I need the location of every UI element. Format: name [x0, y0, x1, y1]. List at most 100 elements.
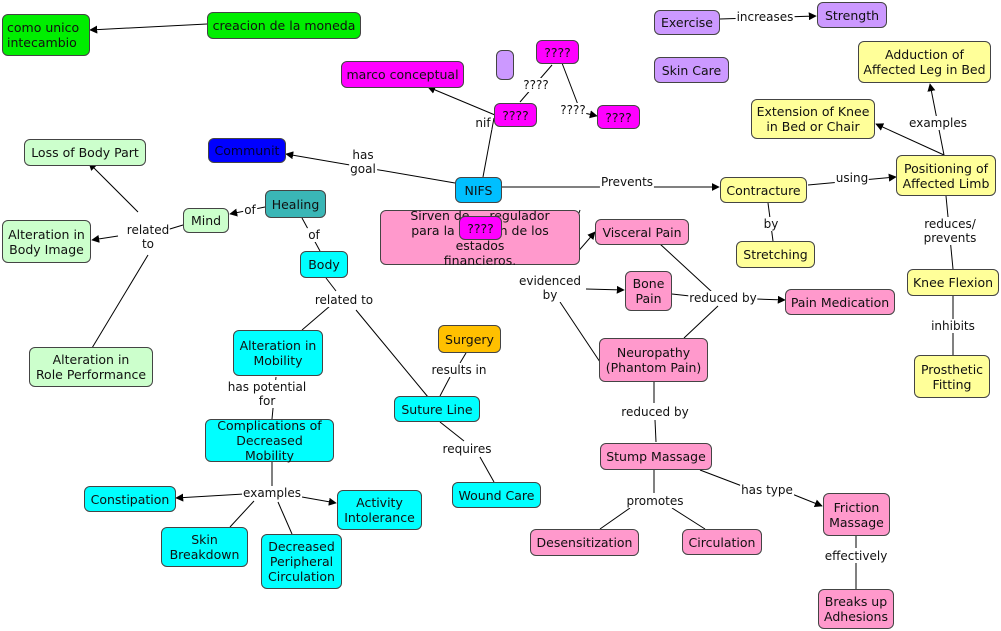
link-has-goal: has goal [349, 148, 377, 176]
node-loss-body-part[interactable]: Loss of Body Part [24, 139, 146, 166]
node-suture-line[interactable]: Suture Line [394, 396, 480, 422]
node-healing[interactable]: Healing [265, 190, 326, 218]
link-evidenced-by: evidenced by [517, 274, 583, 302]
link-increases: increases [735, 10, 795, 24]
edge-examples-skin [229, 500, 255, 528]
node-bone-pain[interactable]: Bone Pain [625, 271, 672, 311]
edge-hastype-friction [791, 493, 823, 508]
node-q-center[interactable]: ???? [494, 103, 537, 127]
node-nifs[interactable]: NIFS [455, 177, 502, 203]
node-visceral-pain[interactable]: Visceral Pain [595, 219, 689, 245]
node-wound-care[interactable]: Wound Care [452, 482, 541, 508]
node-neuropathy[interactable]: Neuropathy (Phantom Pain) [599, 338, 708, 382]
node-activity-intolerance[interactable]: Activity Intolerance [337, 490, 422, 530]
node-strength[interactable]: Strength [817, 2, 887, 28]
edge-promotes-circ [671, 507, 706, 530]
edge-related-image [91, 234, 119, 243]
link-nif: nif [474, 116, 492, 130]
node-creacion-moneda[interactable]: creacion de la moneda [207, 12, 361, 39]
edge-suture-requires [439, 421, 465, 442]
edge-q-top-right [561, 62, 581, 111]
node-exercise[interactable]: Exercise [654, 10, 720, 35]
node-constipation[interactable]: Constipation [84, 486, 176, 512]
edge-surgery-suture [459, 352, 467, 364]
edge-related-mobility [301, 305, 331, 331]
edge-neuropathy-reduced [683, 305, 719, 339]
node-surgery[interactable]: Surgery [438, 325, 501, 353]
node-adduction[interactable]: Adduction of Affected Leg in Bed [858, 41, 991, 83]
edge-related-role [91, 254, 149, 349]
edge-stump-hastype [699, 469, 743, 487]
node-skin-breakdown[interactable]: Skin Breakdown [161, 527, 248, 567]
edge-nifs-q [482, 117, 495, 178]
link-promotes: promotes [625, 494, 685, 508]
edge-examples-circulation [277, 501, 293, 535]
link-examples-top: examples [908, 116, 968, 130]
link-of-body: of [307, 228, 321, 242]
node-q-top[interactable]: ???? [536, 40, 579, 64]
edge-visceral-reduced [659, 243, 713, 293]
node-marco-conceptual[interactable]: marco conceptual [341, 61, 464, 88]
node-body[interactable]: Body [300, 251, 348, 278]
edge-results-suture [439, 376, 451, 397]
edge-promotes-desens [599, 507, 631, 530]
node-skin-care[interactable]: Skin Care [654, 57, 729, 83]
node-circulation[interactable]: Circulation [682, 529, 762, 555]
link-reduces-prevents: reduces/ prevents [922, 217, 978, 245]
node-contracture[interactable]: Contracture [720, 177, 807, 203]
node-knee-flexion[interactable]: Knee Flexion [907, 269, 999, 296]
link-related-to-left: related to [125, 223, 171, 251]
node-alteration-role[interactable]: Alteration in Role Performance [29, 347, 153, 387]
node-q-overlay[interactable]: ???? [459, 216, 502, 240]
link-results-in: results in [430, 363, 488, 377]
node-positioning[interactable]: Positioning of Affected Limb [896, 155, 996, 196]
link-q1: ???? [522, 78, 550, 92]
link-reduced-by-pain: reduced by [688, 291, 758, 305]
link-effectively: effectively [823, 549, 889, 563]
edge-requires-wound [479, 456, 495, 483]
node-friction-massage[interactable]: Friction Massage [823, 493, 890, 536]
edge-positioning-extension [875, 123, 945, 156]
link-reduced-by-stump: reduced by [620, 405, 690, 419]
node-alteration-mobility[interactable]: Alteration in Mobility [233, 330, 323, 376]
node-q-right[interactable]: ???? [597, 105, 640, 129]
node-mind[interactable]: Mind [183, 208, 229, 233]
node-pain-medication[interactable]: Pain Medication [785, 289, 895, 315]
edge-reduced-painmed [755, 295, 786, 304]
node-stretching[interactable]: Stretching [736, 241, 815, 268]
edge-examples-activity [301, 496, 337, 506]
edge-related-loss [88, 162, 139, 213]
link-examples-bottom: examples [242, 486, 302, 500]
edge-evidenced-bone [585, 285, 625, 294]
link-prevents: Prevents [599, 175, 655, 189]
node-complications[interactable]: Complications of Decreased Mobility [205, 418, 334, 463]
edge-bone-reduced [671, 293, 691, 297]
node-desensitization[interactable]: Desensitization [530, 529, 639, 556]
edge-examples-constipation [175, 493, 245, 502]
edge-related-suture [355, 309, 429, 398]
link-has-potential-for: has potential for [226, 380, 308, 408]
node-community[interactable]: Communit [208, 138, 286, 163]
edge-body-related [325, 277, 337, 292]
node-prosthetic[interactable]: Prosthetic Fitting [914, 355, 990, 398]
node-decreased-circulation[interactable]: Decreased Peripheral Circulation [261, 534, 342, 589]
link-related-to-body: related to [313, 293, 375, 307]
node-alteration-body-image[interactable]: Alteration in Body Image [2, 220, 91, 263]
link-using: using [834, 171, 870, 185]
link-q2: ???? [559, 103, 587, 117]
node-como-unico[interactable]: como unico intecambio [2, 14, 90, 56]
edge-evidenced-neuropathy [559, 301, 601, 363]
edge-reducedby-stump [654, 419, 657, 443]
link-requires: requires [441, 442, 493, 456]
link-by: by [762, 217, 780, 231]
edge-q-marco [427, 86, 496, 116]
node-empty-purple[interactable] [496, 50, 514, 80]
edge-creacion-como [89, 23, 208, 34]
node-breaks-up[interactable]: Breaks up Adhesions [818, 589, 894, 629]
node-extension-knee[interactable]: Extension of Knee in Bed or Chair [751, 99, 875, 139]
node-stump-massage[interactable]: Stump Massage [600, 443, 712, 470]
link-inhibits: inhibits [930, 319, 976, 333]
link-has-type: has type [740, 483, 794, 497]
link-of-mind: of [243, 203, 257, 217]
